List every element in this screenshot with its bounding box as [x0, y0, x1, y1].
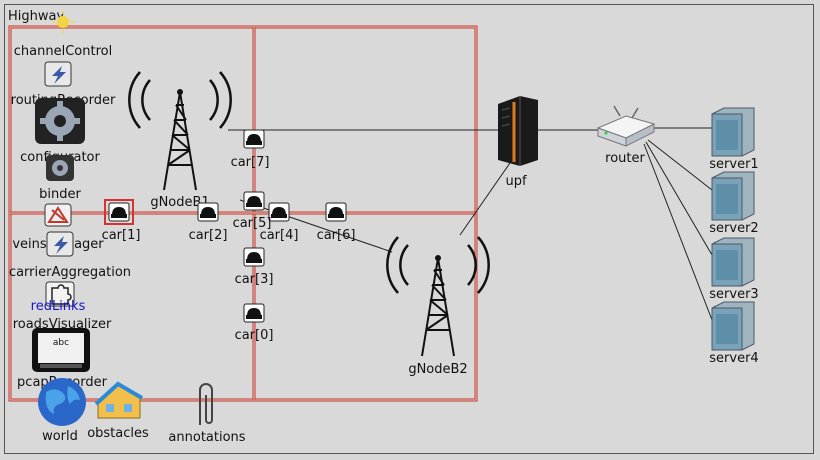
car-label-car3: car[3]	[235, 272, 274, 287]
router-icon[interactable]	[596, 105, 656, 147]
car-label-car0: car[0]	[235, 328, 274, 343]
binder-gear-icon[interactable]	[46, 155, 74, 181]
obstacles-label: obstacles	[87, 426, 149, 441]
link-gnodeb2-upf	[459, 159, 513, 236]
gear-icon[interactable]	[35, 98, 85, 144]
car-icon-car7[interactable]	[243, 129, 265, 149]
car-icon-car1[interactable]	[104, 199, 134, 225]
gnodeb2-antenna-icon[interactable]	[386, 236, 490, 357]
car-icon-car0[interactable]	[243, 303, 265, 323]
link-router-server3	[645, 141, 713, 256]
puzzle-icon[interactable]	[45, 281, 75, 307]
car-label-car1: car[1]	[102, 228, 141, 243]
globe-icon[interactable]	[38, 378, 86, 426]
canvas-frame	[4, 4, 814, 454]
upf-label: upf	[505, 174, 526, 189]
channel-control-icon[interactable]	[44, 61, 72, 87]
world-label: world	[42, 429, 78, 444]
paperclip-icon[interactable]	[199, 383, 213, 425]
servers-group: server1 server2 server3 server4	[709, 107, 759, 366]
car-icon-car3[interactable]	[243, 247, 265, 267]
carrier-aggregation-icon[interactable]	[46, 231, 74, 257]
car-icon-car4[interactable]	[268, 202, 290, 222]
scene-title: Highway	[8, 9, 64, 24]
car-label-car2: car[2]	[189, 228, 228, 243]
link-router-server4	[643, 143, 713, 321]
car-icon-car5[interactable]	[243, 191, 265, 211]
gnodeb1-label: gNodeB1	[150, 195, 209, 210]
server-label: server3	[709, 287, 758, 302]
server-icon[interactable]	[711, 107, 755, 157]
annotations-label: annotations	[168, 430, 245, 445]
binder-label: binder	[39, 187, 81, 202]
sun-icon	[52, 11, 74, 33]
car-label-car7: car[7]	[231, 155, 270, 170]
server-icon[interactable]	[711, 237, 755, 287]
pcap-screen-text: abc	[53, 338, 69, 348]
carrier-aggregation-label: carrierAggregation	[9, 265, 131, 280]
link-gnodeb1-gnodeb2	[239, 199, 393, 253]
road-grid	[8, 25, 478, 402]
server-label: server2	[709, 221, 758, 236]
links	[228, 127, 713, 321]
car-icon-car6[interactable]	[325, 202, 347, 222]
server-icon[interactable]	[711, 301, 755, 351]
gnodeb2-label: gNodeB2	[408, 362, 467, 377]
router-label: router	[605, 151, 645, 166]
obstacles-house-icon[interactable]	[94, 381, 144, 419]
server-label: server1	[709, 157, 758, 172]
car-label-car4: car[4]	[260, 228, 299, 243]
server-icon[interactable]	[711, 171, 755, 221]
channel-control-label: channelControl	[14, 44, 112, 59]
red-links-label: redLinks	[31, 299, 86, 314]
link-router-server2	[647, 139, 713, 191]
car-label-car6: car[6]	[317, 228, 356, 243]
pcap-recorder-icon[interactable]: abc	[32, 328, 90, 372]
veins-manager-icon[interactable]	[44, 203, 72, 227]
car-icon-car2[interactable]	[197, 202, 219, 222]
upf-server-icon[interactable]	[498, 96, 538, 166]
car-label-car5: car[5]	[233, 216, 272, 231]
gnodeb1-antenna-icon[interactable]	[128, 71, 232, 191]
cars-group: car[0] car[1] car[2] car[3] car[4]car[5] car[…	[102, 129, 356, 343]
server-label: server4	[709, 351, 758, 366]
